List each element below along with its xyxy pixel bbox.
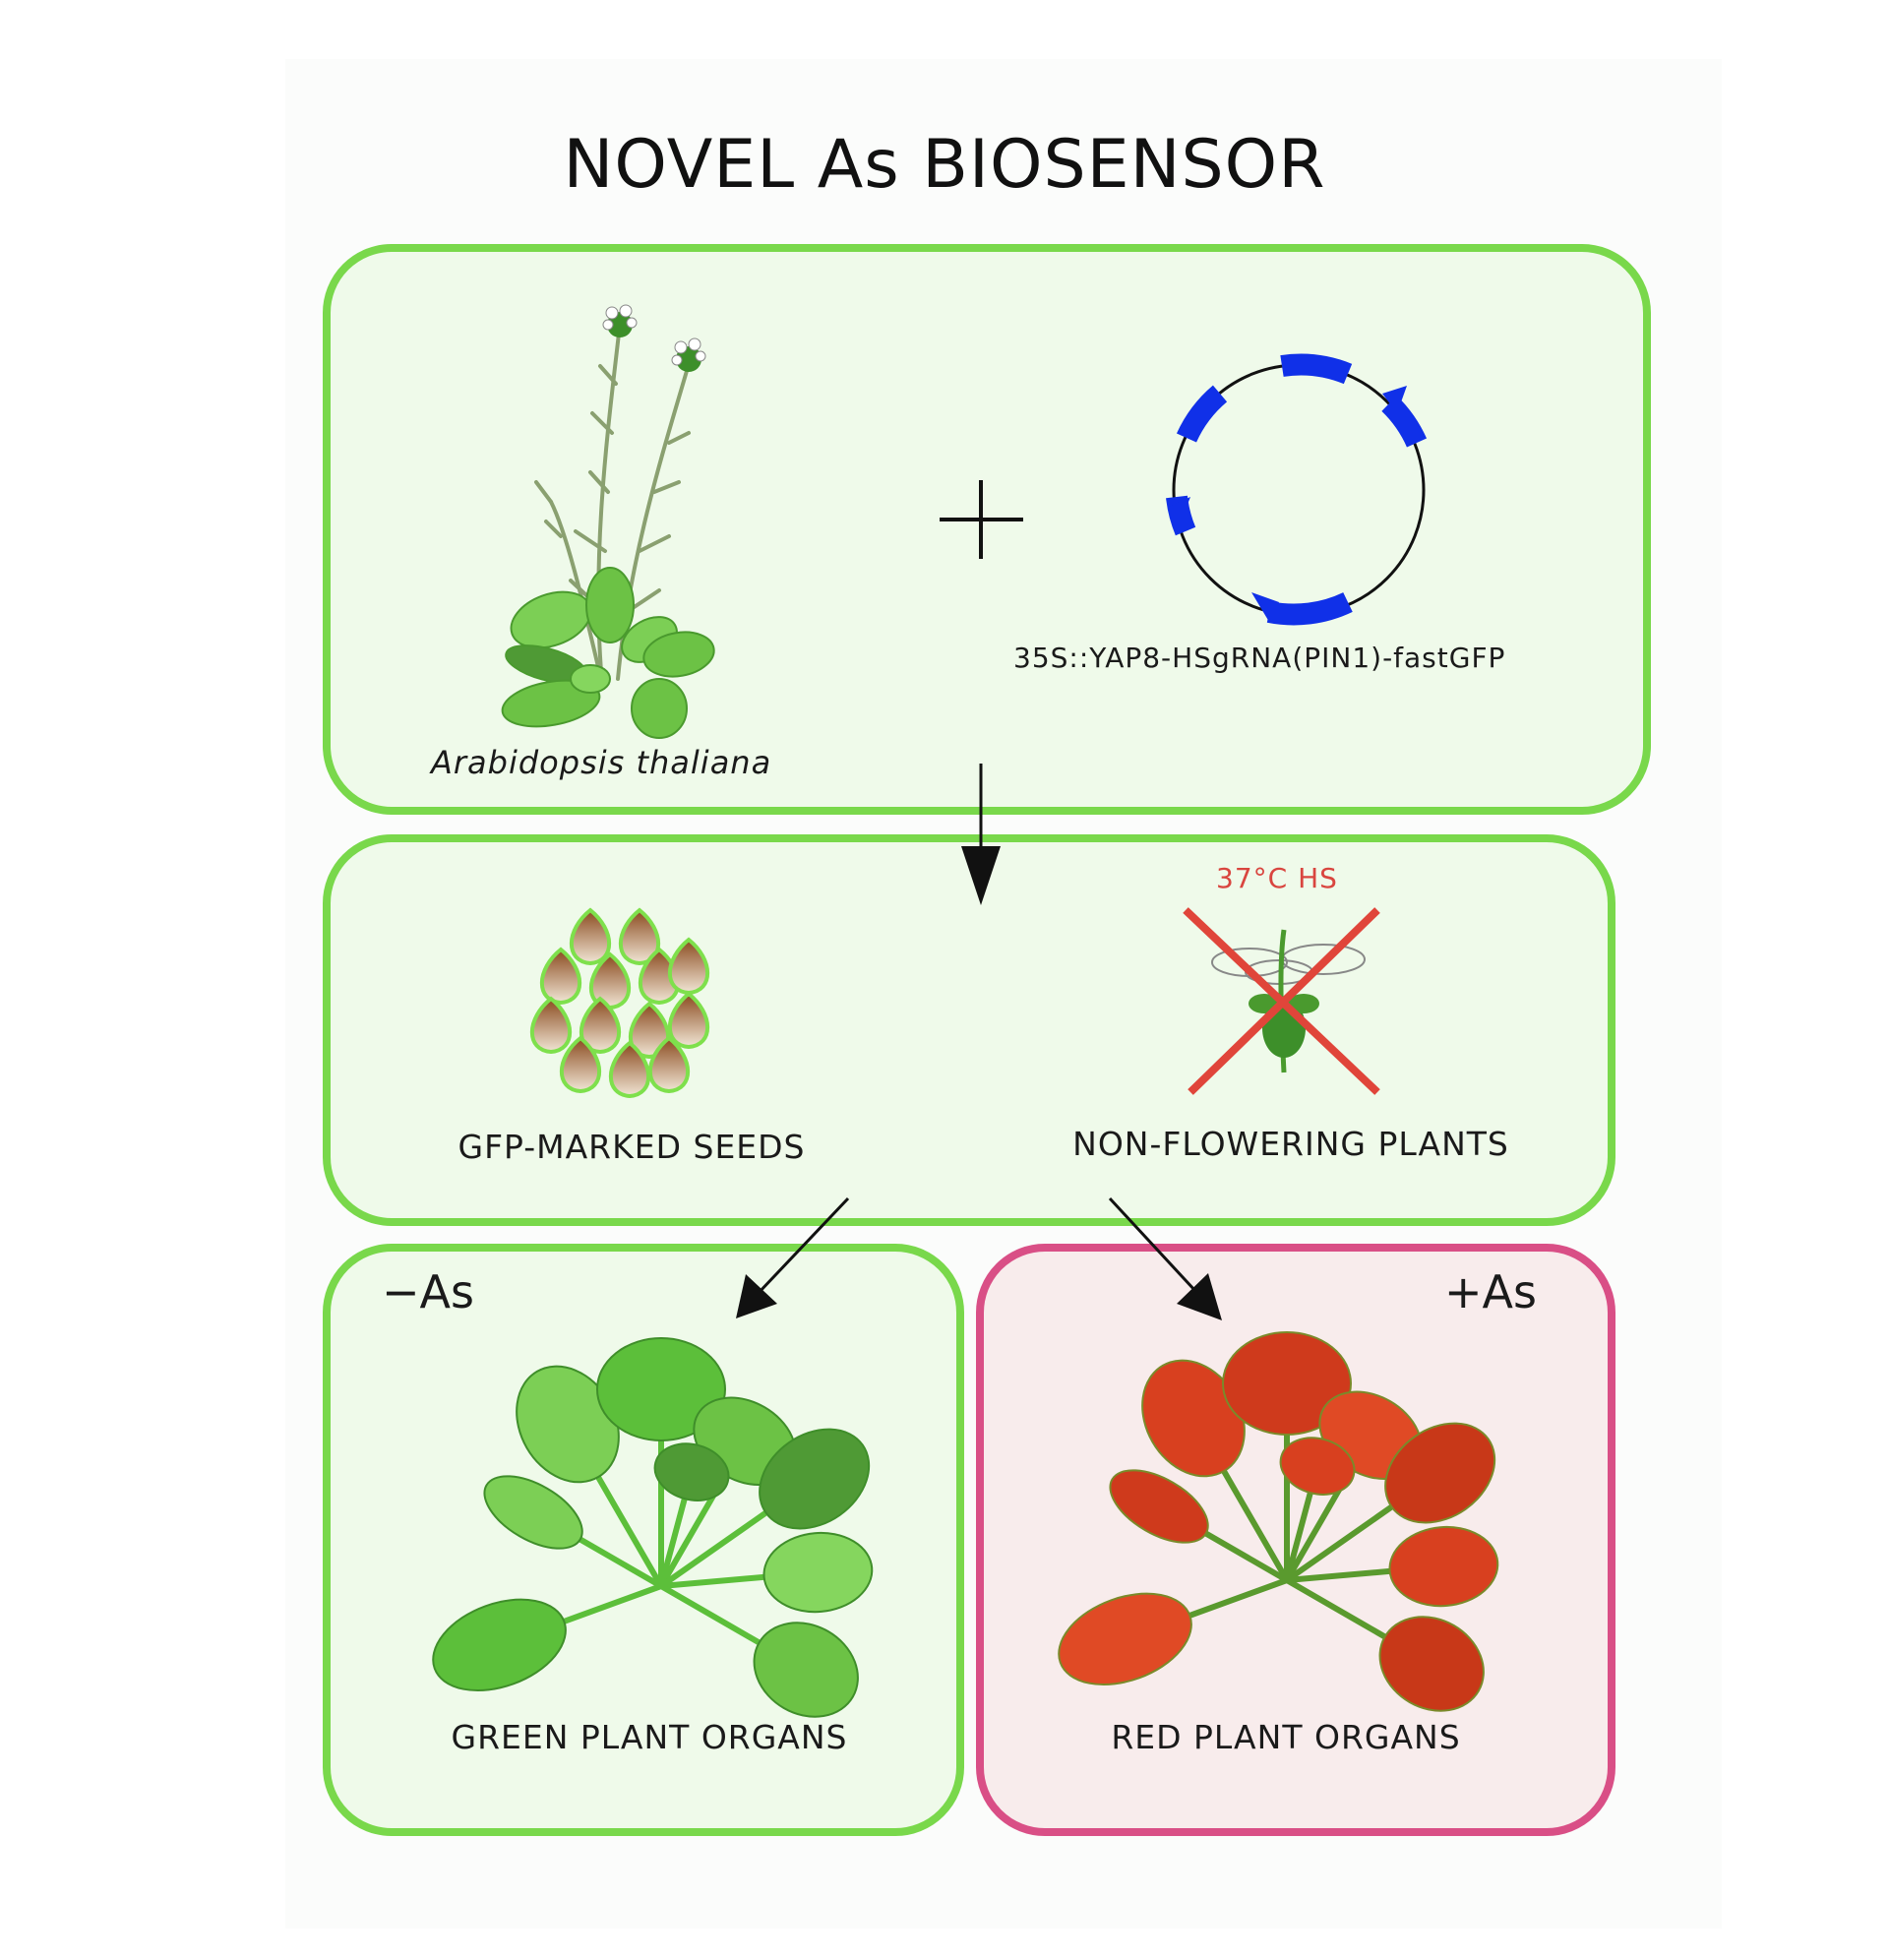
arrow-middle-to-left <box>736 1196 850 1318</box>
seed-shape <box>529 996 573 1055</box>
leaf-petiole <box>1286 1566 1407 1583</box>
leaf-blade <box>1058 1592 1192 1686</box>
red-rosette-icon <box>1058 1331 1499 1712</box>
seed-shape <box>647 1035 691 1094</box>
green-rosette-icon <box>432 1337 874 1718</box>
seeds-icon <box>529 907 710 1099</box>
seed-shape <box>618 907 661 966</box>
leaf-petiole <box>658 1490 690 1587</box>
red-organs-label: RED PLANT ORGANS <box>1111 1718 1461 1756</box>
leaf-petiole <box>659 1583 775 1654</box>
leaf-blade <box>1109 1469 1209 1544</box>
heat-shock-label: 37°C HS <box>1216 862 1338 894</box>
crossed-out-flower-icon <box>1183 907 1380 1095</box>
arrow-top-to-middle <box>961 764 1001 905</box>
seed-shape <box>579 996 622 1055</box>
seed-shape <box>667 991 710 1050</box>
leaf-blade <box>1378 1616 1485 1712</box>
figure-title: NOVEL As BIOSENSOR <box>563 126 1326 204</box>
minus-as-condition: −As <box>382 1265 474 1318</box>
seed-shape <box>628 1001 671 1060</box>
plasmid-icon <box>1166 353 1428 626</box>
leaf-petiole <box>1189 1522 1289 1583</box>
leaf-blade <box>762 1531 874 1614</box>
leaf-blade <box>1279 1437 1356 1496</box>
seed-shape <box>569 907 612 966</box>
plus-as-condition: +As <box>1444 1265 1537 1318</box>
leaf-blade <box>432 1598 567 1692</box>
arabidopsis-plant-icon <box>501 304 715 739</box>
leaf-blade <box>753 1622 859 1718</box>
seed-shape <box>608 1040 651 1099</box>
leaf-blade <box>1388 1525 1499 1608</box>
leaf-blade <box>759 1428 871 1530</box>
middle-panel <box>323 834 1615 1226</box>
leaf-petiole <box>1285 1577 1401 1648</box>
leaf-petiole <box>659 1500 782 1589</box>
leaf-petiole <box>1284 1484 1315 1581</box>
arrow-middle-to-right <box>1108 1196 1222 1320</box>
plus-sign <box>940 480 1023 559</box>
leaf-blade <box>596 1337 726 1441</box>
leaf-petiole <box>1285 1494 1408 1583</box>
green-organs-label: GREEN PLANT ORGANS <box>451 1718 848 1756</box>
seeds-label: GFP-MARKED SEEDS <box>457 1128 806 1166</box>
leaf-blade <box>653 1442 730 1501</box>
seed-shape <box>559 1035 602 1094</box>
non-flowering-label: NON-FLOWERING PLANTS <box>1072 1125 1509 1163</box>
plant-species-label: Arabidopsis thaliana <box>431 744 772 781</box>
leaf-petiole <box>564 1528 663 1589</box>
leaf-petiole <box>1212 1453 1290 1582</box>
leaf-blade <box>1222 1331 1352 1436</box>
leaf-blade <box>483 1475 583 1550</box>
seed-shape <box>539 947 582 1006</box>
seed-shape <box>667 937 710 996</box>
plasmid-construct-label: 35S::YAP8-HSgRNA(PIN1)-fastGFP <box>1013 642 1506 674</box>
leaf-petiole <box>586 1459 664 1588</box>
leaf-blade <box>1384 1422 1496 1524</box>
leaf-petiole <box>660 1572 781 1589</box>
